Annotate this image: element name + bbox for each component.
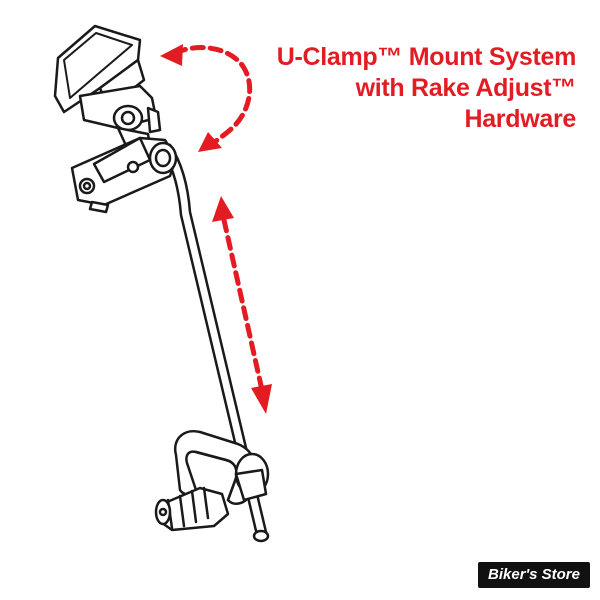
caption-line-1: U-Clamp™ Mount System [276, 43, 577, 71]
lower-u-clamp [154, 429, 270, 532]
double-headed-arrow-icon [212, 196, 272, 414]
caption-line-3: Hardware [464, 105, 576, 133]
rod [161, 143, 270, 543]
mount-head [53, 24, 162, 152]
caption-line-2: with Rake Adjust™ [355, 74, 577, 102]
store-watermark: Biker's Store [478, 562, 590, 588]
curved-rotation-arrow-icon [160, 44, 253, 152]
upper-clamp [70, 136, 178, 214]
product-caption: U-Clamp™ Mount System with Rake Adjust™ … [276, 42, 577, 135]
